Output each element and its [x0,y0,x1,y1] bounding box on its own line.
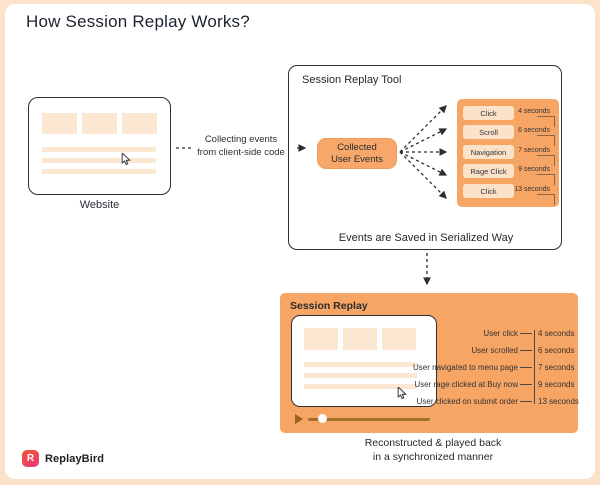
cursor-icon [121,153,131,166]
mockup-bar [42,147,156,152]
replay-event-time: 6 seconds [538,346,575,355]
playback-progress-track [308,418,430,421]
collected-user-events-box: Collected User Events [317,138,397,169]
replay-event-label: User rage clicked at Buy now [414,380,518,389]
page-title: How Session Replay Works? [26,12,250,31]
connector-line [520,350,532,351]
replay-caption-line1: Reconstructed & played back [364,437,502,449]
connector-line [520,333,532,334]
replay-caption: Reconstructed & played back in a synchro… [330,436,536,464]
cursor-icon [397,387,407,400]
player-mockup-blocks [304,328,416,350]
replay-event-label: User clicked on submit order [416,397,518,406]
event-chip: Click [463,184,514,198]
play-icon [295,414,303,424]
replay-event-time: 13 seconds [538,397,579,406]
event-chip: Scroll [463,125,514,139]
website-label: Website [79,199,120,211]
mockup-block [82,113,117,134]
collected-box-line1: Collected [337,141,377,153]
time-tick [537,135,555,146]
event-time: 7 seconds [518,147,550,154]
mockup-block [304,328,338,350]
time-tick [537,174,555,185]
canvas: How Session Replay Works? Website Collec… [5,4,595,479]
connector-line [520,401,532,402]
event-time: 6 seconds [518,127,550,134]
mockup-bar [304,362,417,367]
replay-event-label: User navigated to menu page [413,363,518,372]
collect-caption-line2: from client-side code [197,147,285,158]
mockup-bar [42,158,156,163]
connector-line [520,367,532,368]
replay-title: Session Replay [290,300,368,312]
collect-arrow-caption: Collecting events from client-side code [188,133,294,159]
serialized-events-panel: Click 4 seconds Scroll 6 seconds Navigat… [457,99,559,207]
connector-line [520,384,532,385]
event-time: 13 seconds [514,186,550,193]
session-replay-tool-box: Session Replay Tool Collected User Event… [288,65,562,250]
replay-player-mockup [291,315,437,407]
replay-event-label: User scrolled [471,346,518,355]
mockup-block [343,328,377,350]
event-chip: Click [463,106,514,120]
collected-box-line2: User Events [331,153,383,165]
brand-name: ReplayBird [45,452,105,465]
replay-event-time: 7 seconds [538,363,575,372]
website-mockup [28,97,171,195]
collect-caption-line1: Collecting events [204,134,278,145]
tool-caption: Events are Saved in Serialized Way [338,232,514,244]
replay-event-label: User click [483,329,518,338]
mockup-bar [304,384,417,389]
event-chip: Navigation [463,145,514,159]
event-time: 9 seconds [518,166,550,173]
replay-caption-line2: in a synchronized manner [372,451,494,463]
replay-event-time: 9 seconds [538,380,575,389]
replaybird-logo-icon: R [22,450,39,467]
time-tick [537,116,555,127]
mockup-block [42,113,77,134]
timeline-axis [534,330,535,404]
tool-title: Session Replay Tool [302,74,402,86]
mockup-bar [304,373,417,378]
time-tick [537,194,555,205]
playback-progress-knob [318,414,327,423]
time-tick [537,155,555,166]
website-mockup-blocks [42,113,157,134]
mockup-block [382,328,416,350]
session-replay-box: Session Replay User click 4 seconds User… [280,293,579,433]
replay-event-time: 4 seconds [538,329,575,338]
brand-logo: R ReplayBird [22,450,104,467]
mockup-block [122,113,157,134]
event-time: 4 seconds [518,108,550,115]
event-chip: Rage Click [463,164,514,178]
mockup-bar [42,169,156,174]
